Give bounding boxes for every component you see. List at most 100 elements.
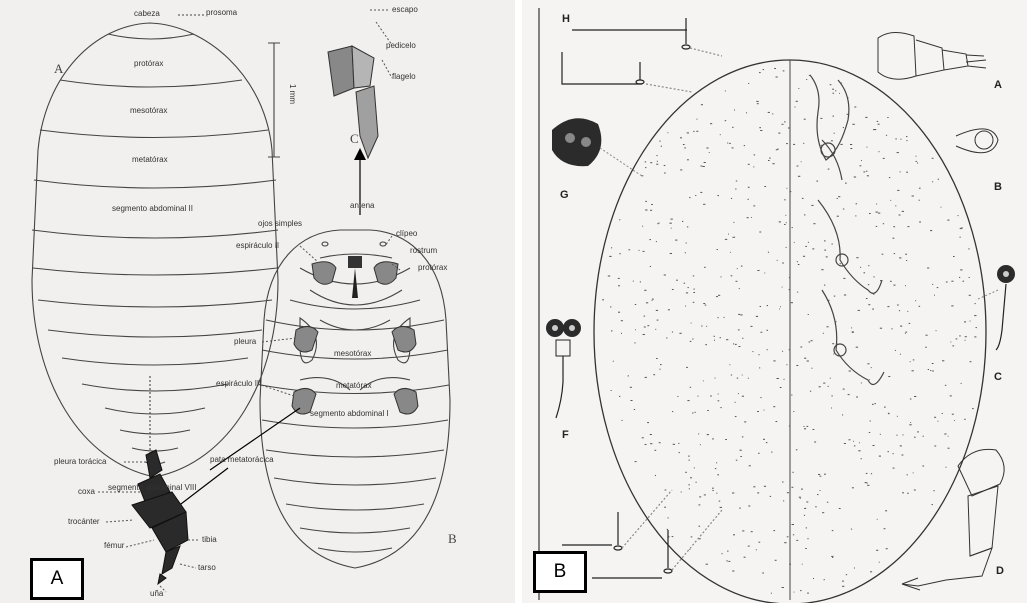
stipple-dot (819, 386, 821, 387)
label-prosoma: prosoma (206, 9, 237, 17)
stipple-dot (891, 328, 892, 329)
stipple-dot (716, 462, 717, 463)
stipple-dot (964, 419, 966, 420)
stipple-dot (827, 502, 828, 503)
stipple-dot (691, 323, 692, 324)
label-pedicelo: pedicelo (386, 42, 416, 50)
stipple-dot (785, 215, 786, 216)
stipple-dot (910, 422, 911, 423)
stipple-dot (742, 530, 744, 531)
stipple-dot (854, 177, 856, 178)
stipple-dot (925, 347, 927, 348)
stipple-dot (805, 548, 807, 549)
stipple-dot (793, 144, 795, 145)
stipple-dot (814, 442, 816, 443)
stipple-dot (871, 473, 872, 474)
stipple-dot (740, 314, 742, 315)
stipple-dot (810, 391, 811, 392)
stipple-dot (792, 487, 794, 488)
stipple-dot (618, 278, 620, 279)
stipple-dot (650, 434, 652, 435)
stipple-dot (611, 247, 612, 248)
stipple-dot (820, 118, 822, 119)
stipple-dot (784, 542, 786, 543)
stipple-dot (821, 145, 823, 146)
letter-d: D (996, 566, 1004, 577)
stipple-dot (731, 275, 733, 276)
scale-label: 1 mm (288, 84, 296, 104)
stipple-dot (837, 216, 839, 217)
stipple-dot (714, 336, 715, 337)
letter-h: H (562, 14, 570, 25)
stipple-dot (832, 343, 834, 344)
stipple-dot (847, 114, 849, 115)
stipple-dot (952, 414, 954, 415)
stipple-dot (964, 321, 966, 322)
stipple-dot (716, 493, 717, 494)
stipple-dot (807, 593, 809, 594)
stipple-dot (841, 83, 842, 84)
stipple-dot (887, 306, 889, 307)
stipple-dot (695, 412, 696, 413)
stipple-dot (689, 197, 690, 198)
stipple-dot (609, 256, 611, 257)
stipple-dot (665, 490, 667, 491)
stipple-dot (878, 124, 880, 125)
stipple-dot (656, 155, 657, 156)
stipple-dot (647, 422, 649, 423)
stipple-dot (734, 237, 735, 238)
stipple-dot (726, 339, 728, 340)
stipple-dot (688, 456, 690, 457)
stipple-dot (732, 127, 734, 128)
stipple-dot (802, 198, 804, 199)
stipple-dot (739, 508, 741, 509)
stipple-dot (731, 375, 732, 376)
stipple-dot (792, 227, 793, 228)
stipple-dot (753, 205, 755, 206)
stipple-dot (873, 129, 875, 130)
stipple-dot (856, 203, 858, 204)
stipple-dot (645, 161, 646, 162)
stipple-dot (945, 385, 946, 386)
stipple-dot (893, 226, 895, 227)
label-pleura-toracica: pleura torácica (54, 458, 106, 466)
stipple-dot (760, 397, 761, 398)
stipple-dot (710, 396, 712, 397)
stipple-dot (773, 530, 775, 531)
stipple-dot (877, 121, 879, 122)
stipple-dot (644, 316, 646, 317)
stipple-dot (602, 299, 604, 300)
stipple-dot (786, 247, 787, 248)
dorsal-body-outline (32, 23, 278, 477)
stipple-dot (782, 124, 784, 125)
stipple-dot (715, 378, 716, 379)
stipple-dot (860, 267, 861, 268)
stipple-dot (899, 257, 901, 258)
stipple-dot (854, 445, 856, 446)
antenna-drawing (328, 10, 392, 215)
stipple-dot (900, 445, 902, 446)
stipple-dot (813, 223, 815, 224)
stipple-dot (928, 369, 929, 370)
stipple-dot (773, 360, 775, 361)
stipple-dot (631, 400, 633, 401)
stipple-dot (968, 248, 969, 249)
stipple-dot (895, 350, 896, 351)
stipple-dot (680, 169, 682, 170)
stipple-dot (828, 169, 830, 170)
stipple-dot (756, 549, 757, 550)
stipple-dot (917, 163, 918, 164)
stipple-dot (700, 444, 701, 445)
detail-f-setae (546, 319, 581, 418)
stipple-dot (861, 458, 862, 459)
stipple-dot (786, 143, 788, 144)
stipple-dot (942, 360, 944, 361)
stipple-dot (760, 306, 761, 307)
stipple-dot (942, 413, 943, 414)
stipple-dot (621, 333, 622, 334)
stipple-dot (734, 110, 735, 111)
label-protorax-ventral: protórax (418, 264, 447, 272)
stipple-dot (622, 420, 623, 421)
stipple-dot (672, 411, 673, 412)
stipple-dot (618, 285, 620, 286)
